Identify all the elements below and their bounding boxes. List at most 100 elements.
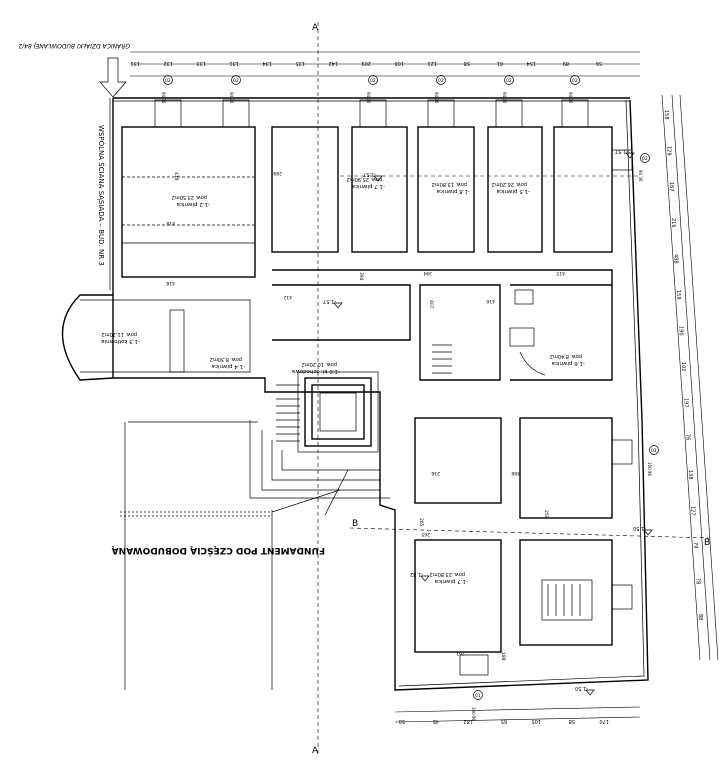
right-dim-label: 167 <box>668 182 674 192</box>
room-area: pow. 23,50m2 <box>172 194 207 200</box>
top-dim-label: 56 <box>596 60 602 66</box>
level-value: -1.57 <box>615 148 628 154</box>
room-area: pow. 8,30m2 <box>210 356 242 362</box>
window-mark-circle <box>368 75 378 85</box>
foundation-area <box>120 421 349 690</box>
top-dim-label: 61 <box>497 60 503 66</box>
window-mark-size: 100 96 <box>647 462 652 476</box>
section-line-b <box>349 527 711 539</box>
window-mark-circle <box>473 690 483 700</box>
inner-dim-label: 418 <box>166 220 175 226</box>
room-area: pow. 11,20m2 <box>102 331 137 337</box>
corridor-walls <box>272 269 613 381</box>
inner-dim-label: 394 <box>358 272 364 281</box>
right-dim-label: 138 <box>687 470 693 480</box>
inner-dim-label: 415 <box>556 270 565 276</box>
right-dim-label: 88 <box>697 614 703 620</box>
level-triangle <box>643 529 653 536</box>
window-mark-number: 02 <box>438 78 444 84</box>
right-dim-label: 78 <box>694 578 700 584</box>
window-mark-number: 02 <box>506 78 512 84</box>
top-dim-label: 209 <box>361 60 371 66</box>
boiler-room-walls <box>61 294 251 381</box>
room-area: pow. 23,80m2 <box>430 571 465 577</box>
window-mark-number: 02 <box>370 78 376 84</box>
boundary-arrow <box>99 57 127 98</box>
top-dim-label: 132 <box>163 60 173 66</box>
right-dim-label: 127 <box>690 506 696 516</box>
window-mark-number: 02 <box>572 78 578 84</box>
section-mark-bottom: A <box>312 746 319 756</box>
room-area: pow. 8,40m2 <box>550 353 582 359</box>
room-name: -1.7 piwnica <box>352 183 385 189</box>
level-triangle <box>373 175 383 182</box>
level-triangle <box>625 152 635 159</box>
room-area: pow. 13,80m2 <box>432 181 467 187</box>
window-mark-size: 94 36 <box>502 92 507 104</box>
top-dim-label: 58 <box>464 60 470 66</box>
upper-cellars <box>121 126 640 278</box>
top-dim-label: 131 <box>229 60 239 66</box>
level-triangle <box>420 575 430 582</box>
right-dim-label: 488 <box>673 254 679 264</box>
room-area: pow. 25,90m2 <box>347 176 382 182</box>
bottom-dim-label: 50 <box>399 718 405 724</box>
top-dim-label: 89 <box>563 60 569 66</box>
top-dim-label: 106 <box>394 60 404 66</box>
right-dim-label: 102 <box>680 362 686 372</box>
right-dim-label: 129 <box>665 146 671 156</box>
inner-dim-label: 265 <box>418 518 424 527</box>
staircase <box>249 344 452 499</box>
inner-dim-label: 394 <box>423 270 432 276</box>
top-dimension-chain <box>130 51 640 77</box>
section-mark-b-left: B <box>352 519 358 529</box>
right-dim-label: 158 <box>663 110 669 120</box>
window-mark-circle <box>649 445 659 455</box>
foundation-label: FUNDAMENT POD CZĘŚCIĄ DOBUDOWANĄ <box>112 545 325 557</box>
right-dim-label: 76 <box>685 434 691 440</box>
level-value: -1.82 <box>410 571 423 577</box>
right-dim-label: 216 <box>670 218 676 228</box>
window-mark-number: 02 <box>642 156 648 162</box>
lower-rooms <box>414 149 633 676</box>
window-mark-size: 100 96 <box>471 707 476 721</box>
right-dim-label: 159 <box>675 290 681 300</box>
bottom-dim-label: 170 <box>599 718 609 724</box>
top-dim-label: 142 <box>328 60 338 66</box>
inner-dim-label: 250 <box>543 510 549 519</box>
inner-dim-label: 418 <box>173 172 179 181</box>
level-value: -1.50 <box>575 685 588 691</box>
level-value: -1.57 <box>363 171 376 177</box>
top-dim-label: 135 <box>295 60 305 66</box>
room-name: -1.6 kl. schodowa <box>292 368 340 374</box>
right-dim-label: 79 <box>692 542 698 548</box>
top-dim-label: 133 <box>196 60 206 66</box>
bottom-dim-label: 45 <box>433 718 439 724</box>
window-mark-circle <box>231 75 241 85</box>
right-dimension-labels: 1581291672164881591901021977613812779788… <box>663 110 703 620</box>
room-name: -1.4 piwnica <box>212 363 245 369</box>
window-niches <box>154 99 589 128</box>
window-mark-circle <box>640 153 650 163</box>
boundary-label: GRANICA DZIAŁKI BUDOWLANEJ 84/2 <box>18 42 130 49</box>
inner-dim-label: 236 <box>431 470 440 476</box>
inner-dim-label: 418 <box>166 280 175 286</box>
window-mark-size: 94 36 <box>366 92 371 104</box>
window-mark-size: 94 36 <box>638 170 643 182</box>
window-mark-number: 02 <box>165 78 171 84</box>
room-area: pow. 26,20m2 <box>492 181 527 187</box>
window-mark-number: 01 <box>475 693 481 699</box>
level-triangle <box>585 689 595 696</box>
window-mark-circle <box>570 75 580 85</box>
